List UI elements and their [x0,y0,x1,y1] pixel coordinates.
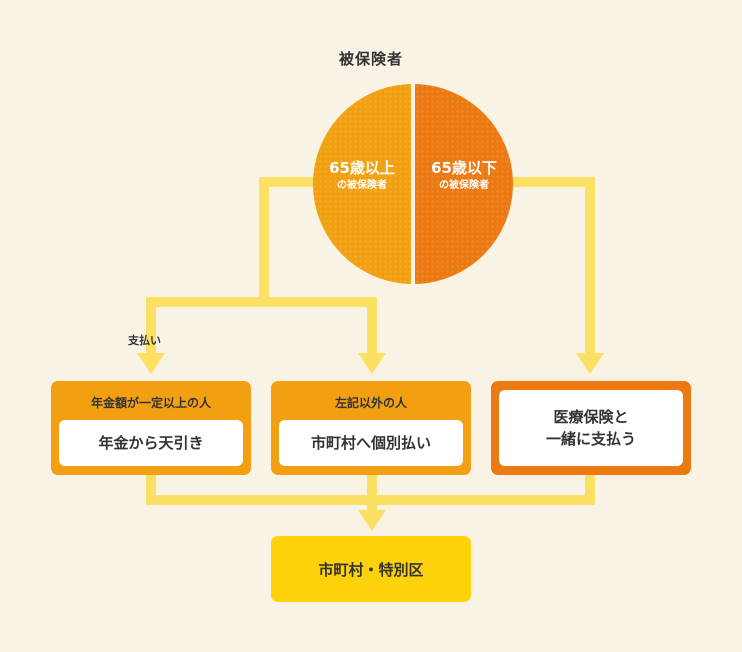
circle-half-over-65: 65歳以上 の被保険者 [313,84,411,284]
arrow-head-4 [358,510,386,531]
under-65-label: 65歳以下 [431,159,497,177]
box-text: 年金から天引き [59,420,243,466]
payment-label: 支払い [128,334,161,347]
medical-insurance-box: 医療保険と 一緒に支払う [491,381,691,475]
box-text: 市町村へ個別払い [279,420,463,466]
connector-bottom-right [372,475,595,505]
pension-deduction-box: 年金額が一定以上の人 年金から天引き [51,381,251,475]
box-header: 年金額が一定以上の人 [90,396,211,410]
arrow-head-2 [358,353,386,374]
box-text: 医療保険と 一緒に支払う [499,390,683,466]
municipality-box: 市町村・特別区 [271,536,471,602]
under-65-sublabel: の被保険者 [439,180,489,191]
connector-left [146,177,330,355]
connector-left-branch [264,297,377,355]
connector-right [500,177,595,355]
over-65-label: 65歳以上 [329,159,395,177]
diagram-title: 被保険者 [338,50,403,68]
insured-circle: 65歳以上 の被保険者 65歳以下 の被保険者 [313,84,513,284]
box-text-line2: 一緒に支払う [545,430,636,448]
individual-payment-box: 左記以外の人 市町村へ個別払い [271,381,471,475]
box-header: 左記以外の人 [334,396,407,410]
circle-half-under-65: 65歳以下 の被保険者 [415,84,513,284]
arrow-head-3 [576,353,604,374]
over-65-sublabel: の被保険者 [337,180,387,191]
arrow-head-1 [137,353,165,374]
box-text-line1: 医療保険と [553,408,629,426]
connector-bottom-left [146,475,372,505]
